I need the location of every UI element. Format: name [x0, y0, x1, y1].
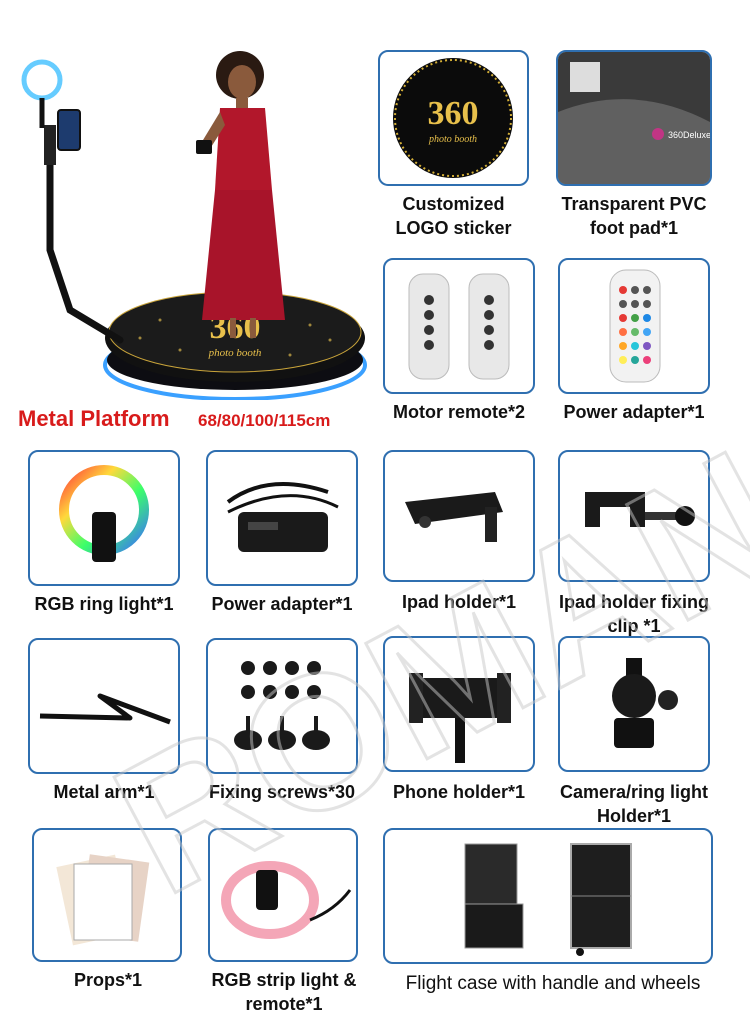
caption-rgb-ring-light: RGB ring light*1 — [18, 592, 190, 616]
fixing-screws-image — [206, 638, 358, 774]
hero-sizes: 68/80/100/115cm — [198, 411, 331, 430]
caption-line: clip *1 — [607, 616, 661, 636]
pvc-pad-icon: 360Deluxe_nct — [558, 52, 710, 184]
caption-flight-case: Flight case with handle and wheels — [383, 972, 723, 996]
caption-line: Ipad holder fixing — [558, 592, 709, 612]
phone-holder-image — [383, 636, 535, 772]
photo-booth-illustration: 360 photo booth — [21, 51, 367, 401]
adapter-icon — [226, 482, 339, 552]
caption-line: Transparent PVC — [561, 194, 707, 214]
ipad-holder-image — [383, 450, 535, 582]
screws-icon — [234, 661, 330, 750]
caption-line: Power adapter*1 — [211, 594, 353, 614]
rgb-ring-light-image — [28, 450, 180, 586]
caption-line: Motor remote*2 — [392, 402, 526, 422]
pvc-pad-image: 360Deluxe_nct — [556, 50, 712, 186]
remote-icon — [408, 273, 510, 380]
led-strip-icon — [221, 861, 352, 939]
caption-props: Props*1 — [22, 968, 194, 992]
caption-ipad-holder: Ipad holder*1 — [378, 590, 540, 614]
caption-line: Camera/ring light — [559, 782, 709, 802]
caption-line: Flight case with handle and wheels — [405, 973, 701, 994]
caption-line: Phone holder*1 — [392, 782, 526, 802]
rgb-strip-image — [208, 828, 358, 962]
caption-line: Customized — [402, 194, 505, 214]
rgb-remote-icon — [609, 269, 661, 383]
camera-holder-image — [558, 636, 710, 772]
sticker-icon: 360 photo booth — [393, 58, 513, 178]
sticker-text: 360 — [428, 95, 479, 132]
caption-rgb-strip: RGB strip light & remote*1 — [196, 968, 372, 1016]
props-icon — [56, 854, 150, 946]
caption-motor-remote: Motor remote*2 — [378, 400, 540, 424]
caption-line: RGB strip light & — [211, 970, 357, 990]
flight-case-image — [383, 828, 713, 964]
flight-case-icon — [464, 843, 632, 956]
ball-head-icon — [612, 658, 678, 748]
power-adapter-image — [206, 450, 358, 586]
caption-line: Fixing screws*30 — [208, 782, 356, 802]
arm-icon — [39, 693, 171, 725]
hero-product: 360 photo booth — [10, 20, 370, 401]
logo-sticker-image: 360 photo booth — [378, 50, 529, 186]
caption-logo-sticker: Customized LOGO sticker — [378, 192, 529, 240]
caption-line: remote*1 — [245, 994, 323, 1014]
caption-line: Ipad holder*1 — [401, 592, 517, 612]
pvc-label: 360Deluxe_nct — [668, 130, 710, 140]
ring-light-icon — [59, 465, 149, 562]
power-remote-image — [558, 258, 710, 394]
ipad-holder-icon — [405, 492, 503, 542]
phone-holder-icon — [409, 673, 511, 763]
caption-line: LOGO sticker — [395, 218, 512, 238]
caption-power-remote: Power adapter*1 — [546, 400, 722, 424]
hero-title: Metal Platform — [18, 406, 170, 431]
caption-line: RGB ring light*1 — [34, 594, 174, 614]
caption-pvc-pad: Transparent PVC foot pad*1 — [546, 192, 722, 240]
caption-line: Power adapter*1 — [563, 402, 705, 422]
caption-metal-arm: Metal arm*1 — [18, 780, 190, 804]
caption-phone-holder: Phone holder*1 — [378, 780, 540, 804]
metal-arm-image — [28, 638, 180, 774]
caption-ipad-clip: Ipad holder fixing clip *1 — [540, 590, 728, 638]
clamp-icon — [585, 492, 695, 527]
caption-power-adapter: Power adapter*1 — [196, 592, 368, 616]
sticker-sub: photo booth — [428, 134, 477, 145]
props-image — [32, 828, 182, 962]
caption-line: Holder*1 — [596, 806, 672, 826]
platform-logo-sub: photo booth — [208, 347, 262, 359]
caption-line: Props*1 — [73, 970, 143, 990]
caption-camera-holder: Camera/ring light Holder*1 — [540, 780, 728, 828]
caption-line: Metal arm*1 — [53, 782, 155, 802]
ipad-clip-image — [558, 450, 710, 582]
motor-remote-image — [383, 258, 535, 394]
caption-fixing-screws: Fixing screws*30 — [196, 780, 368, 804]
caption-line: foot pad*1 — [590, 218, 678, 238]
